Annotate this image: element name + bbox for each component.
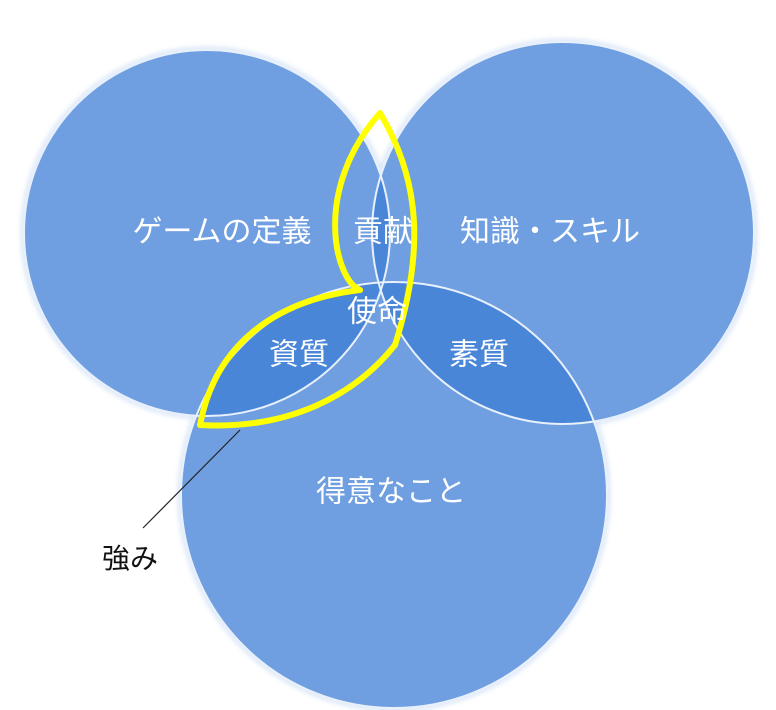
- label-strength-callout: 強み: [102, 542, 158, 575]
- circle-outlines: [23, 41, 755, 709]
- label-game-definition: ゲームの定義: [132, 215, 311, 250]
- label-mission: 使命: [347, 295, 407, 330]
- label-aptitude: 素質: [449, 338, 509, 373]
- label-good-at: 得意なこと: [316, 475, 466, 510]
- label-contribution: 貢献: [353, 215, 413, 250]
- label-knowledge-skill: 知識・スキル: [460, 215, 640, 250]
- highlight-strength: [197, 287, 398, 429]
- highlight-contribution: [332, 110, 418, 348]
- label-talent: 資質: [269, 338, 329, 373]
- callout-leader-line: [142, 429, 241, 529]
- overlap-a-c: [181, 282, 390, 416]
- overlap-b-c: [372, 282, 607, 424]
